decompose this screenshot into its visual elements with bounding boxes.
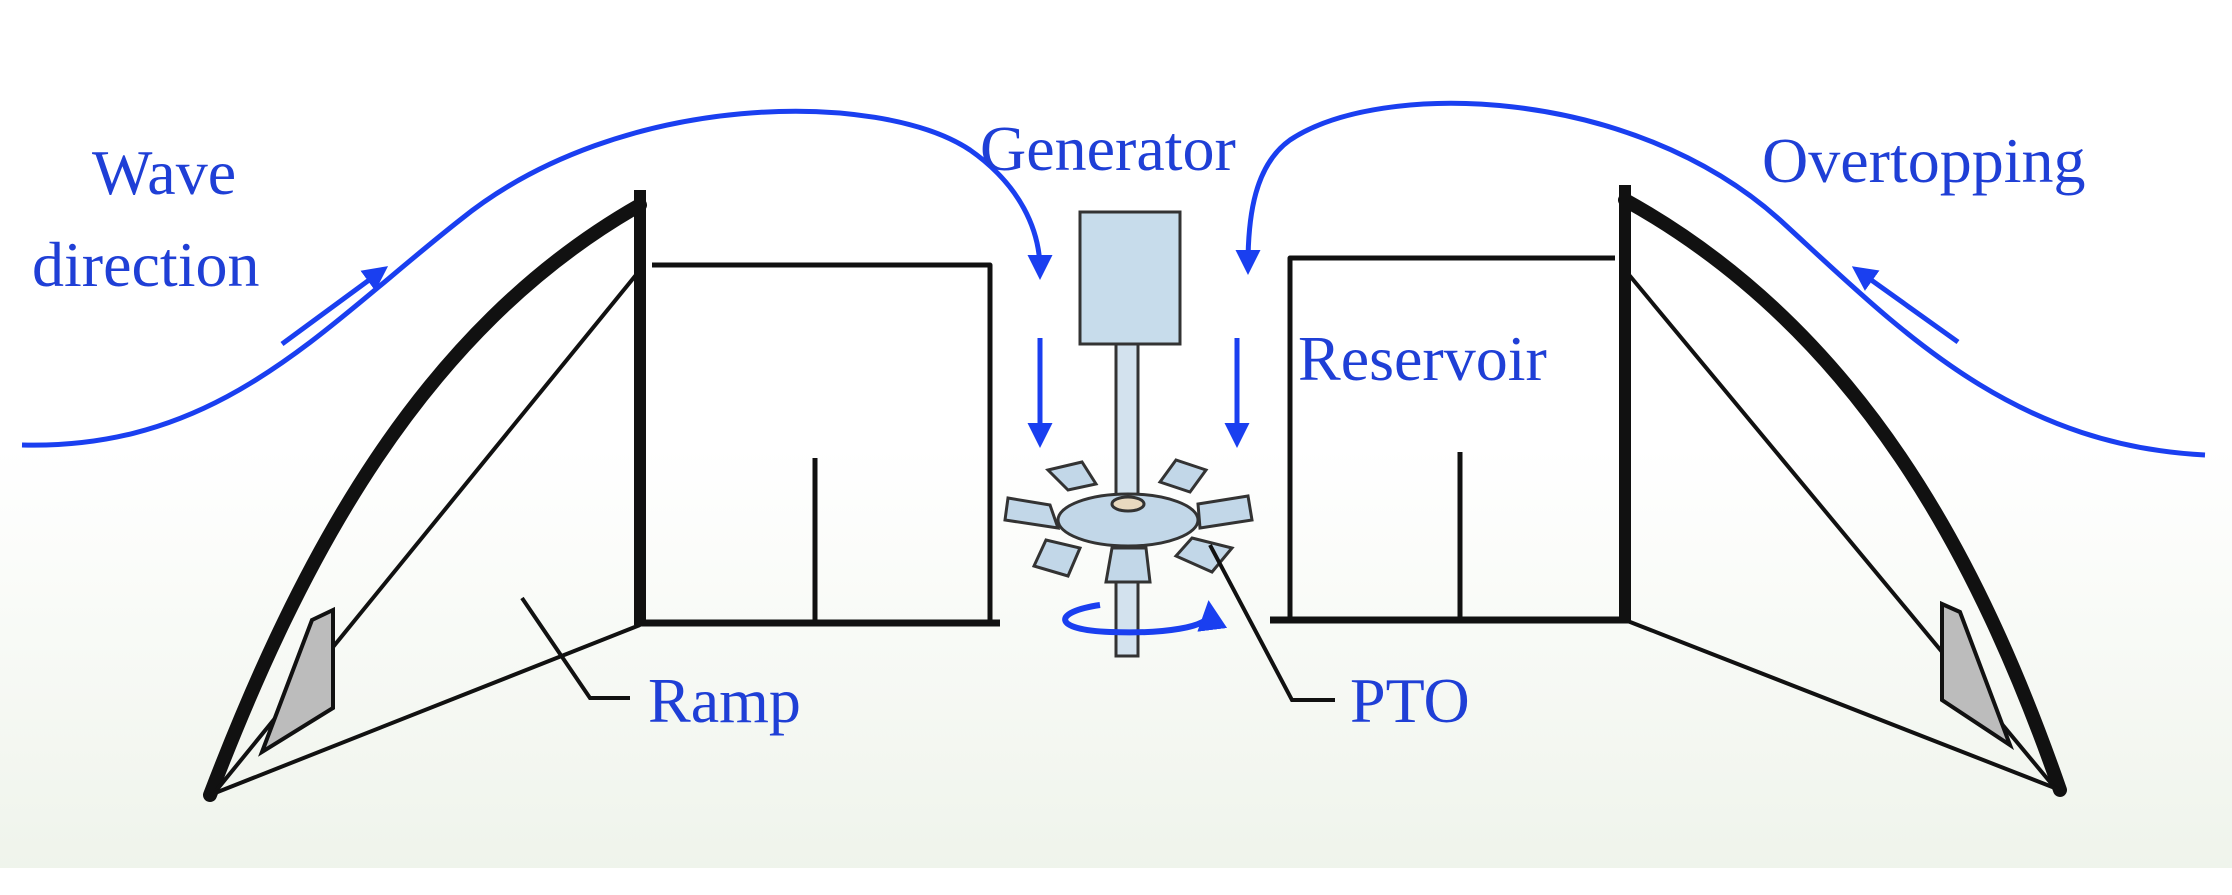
left-wave-curve xyxy=(21,108,1053,448)
rotor-center xyxy=(1110,495,1146,513)
left-reservoir-box xyxy=(652,262,993,625)
overtopping-arrow xyxy=(1851,266,1960,345)
wave-direction-label-line2: direction xyxy=(32,229,259,300)
left-ramp-slope xyxy=(203,198,647,802)
reservoir-label: Reservoir xyxy=(1298,323,1547,394)
ramp-label: Ramp xyxy=(648,665,801,736)
left-ramp-pad xyxy=(258,606,335,757)
pto-leader-line xyxy=(1208,544,1335,702)
rotor-blade xyxy=(1045,460,1099,492)
wave-direction-arrow xyxy=(280,266,389,347)
left-ramp-base-line xyxy=(209,623,641,797)
right-structure xyxy=(1270,185,2067,797)
right-reservoir-box xyxy=(1287,255,1615,620)
right-ramp-pad xyxy=(1940,600,2015,751)
bottom-border xyxy=(0,868,2232,895)
rotor-blade xyxy=(1157,458,1209,494)
ramp-leader-line xyxy=(520,596,630,700)
overtopping-label: Overtopping xyxy=(1762,125,2086,196)
rotor-blade xyxy=(1031,538,1083,578)
rotor-blade xyxy=(1003,496,1061,530)
wave-flows xyxy=(21,100,2206,458)
pto-rotor xyxy=(1003,458,1254,584)
rotor-blade xyxy=(1196,494,1254,530)
pto-label: PTO xyxy=(1350,665,1470,736)
labels: Wave direction Generator Overtopping Res… xyxy=(32,113,2086,736)
generator-assembly xyxy=(1003,210,1254,658)
rotor-blade xyxy=(1104,546,1152,584)
right-ramp-slope xyxy=(1618,193,2067,797)
generator-label: Generator xyxy=(980,113,1236,184)
generator-body xyxy=(1078,210,1182,346)
rotation-arrow xyxy=(1062,600,1228,636)
right-ramp-base-line xyxy=(1624,618,2061,792)
right-wave-curve xyxy=(1235,100,2206,458)
left-structure xyxy=(203,190,1000,802)
wave-direction-label-line1: Wave xyxy=(92,137,236,208)
